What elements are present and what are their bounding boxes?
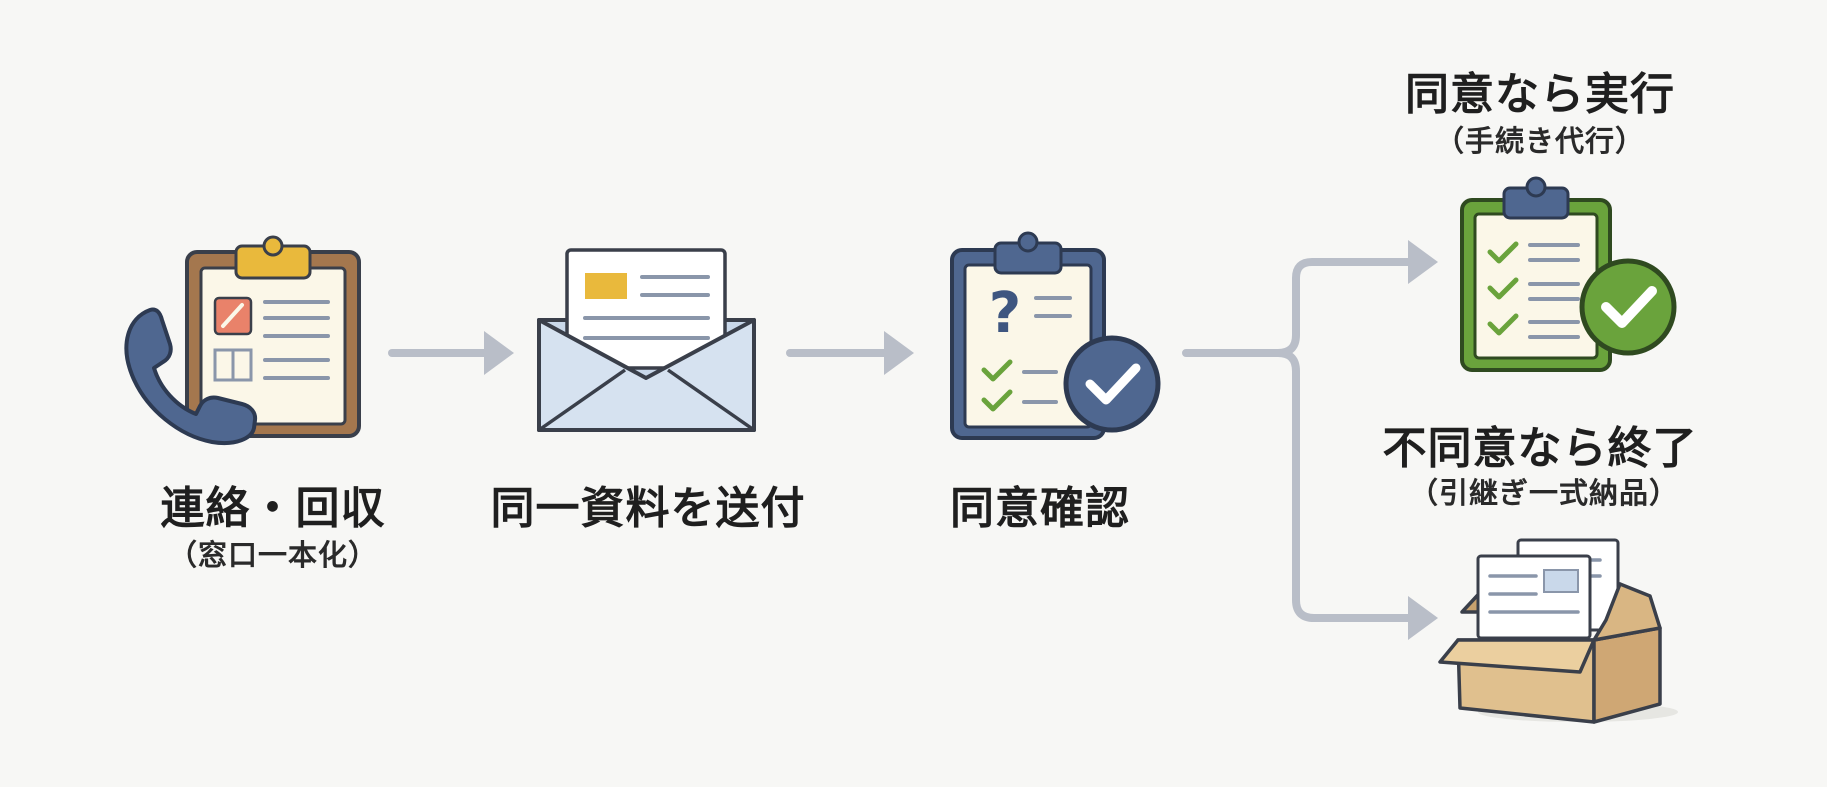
- branch-disagree-title: 不同意なら終了: [1382, 423, 1698, 474]
- branch-agree-title: 同意なら実行: [1405, 69, 1675, 120]
- checklist-clipboard-icon: [1460, 176, 1677, 372]
- phone-clipboard-icon: [124, 235, 361, 445]
- arrow-2: [786, 331, 914, 375]
- step-contact-title: 連絡・回収: [160, 483, 386, 534]
- branch-disagree-subtitle: （引継ぎ一式納品）: [1408, 476, 1679, 510]
- question-clipboard-icon: ?: [950, 231, 1161, 440]
- svg-text:?: ?: [989, 281, 1021, 346]
- envelope-icon: [537, 248, 756, 432]
- step-contact-subtitle: （窓口一本化）: [167, 538, 378, 572]
- box-documents-icon: [1438, 538, 1678, 724]
- branch-connector: [1182, 240, 1438, 640]
- step-confirm-title: 同意確認: [950, 483, 1130, 534]
- branch-agree-subtitle: （手続き代行）: [1434, 124, 1645, 158]
- arrow-1: [388, 331, 514, 375]
- step-send-title: 同一資料を送付: [490, 483, 806, 534]
